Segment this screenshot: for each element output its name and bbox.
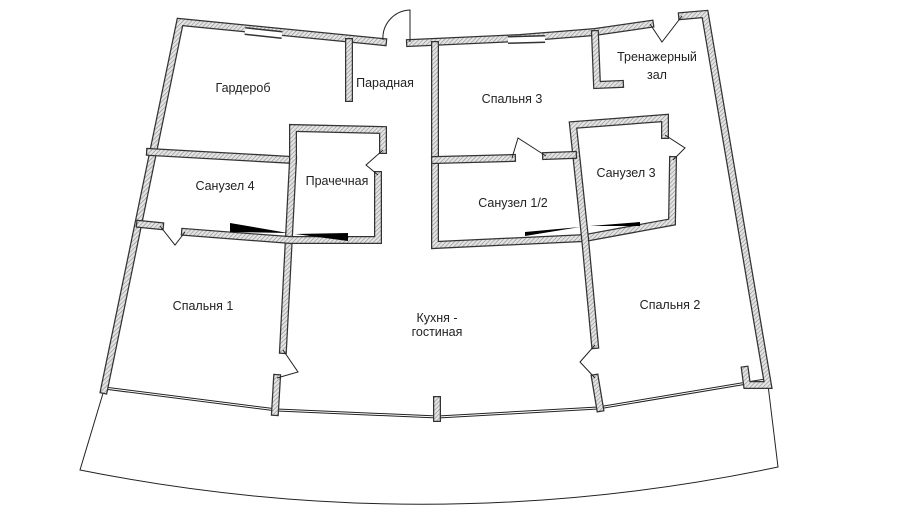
bedroom1-door — [276, 349, 299, 379]
balcony-outline — [79, 384, 779, 505]
wall-segment — [99, 17, 388, 395]
bathroom4-door — [159, 225, 186, 246]
ventilation-shafts — [230, 222, 640, 241]
doors — [159, 9, 686, 379]
wall-segment — [280, 125, 386, 353]
wall-segment — [407, 20, 654, 46]
top-windows — [244, 27, 546, 44]
wall-segment — [100, 19, 387, 394]
wall-segment — [136, 220, 164, 230]
wall-segment — [569, 115, 668, 348]
gym-door — [649, 15, 683, 43]
wall-segment — [591, 374, 604, 412]
room-label-laundry: Прачечная — [306, 174, 369, 188]
room-label-kitchen-2: гостиная — [412, 325, 463, 339]
walls — [99, 9, 773, 422]
room-label-kitchen-1: Кухня - — [416, 311, 457, 325]
bathroom12-door — [511, 137, 547, 159]
room-label-bathroom3: Санузел 3 — [596, 166, 655, 180]
wall-segment — [677, 9, 773, 389]
wall-segment — [432, 42, 676, 248]
wall-segment — [272, 375, 280, 415]
entrance-door — [382, 9, 411, 42]
room-label-bedroom2: Спальня 2 — [640, 298, 701, 312]
room-label-gym-2: зал — [647, 68, 667, 82]
room-label-bathroom12: Санузел 1/2 — [478, 196, 548, 210]
wall-segment — [431, 41, 678, 250]
wall-segment — [592, 31, 623, 88]
wall-segment — [182, 172, 381, 243]
room-label-gym-1: Тренажерный — [617, 50, 697, 64]
bathroom3-door — [664, 134, 686, 161]
room-label-entrance: Парадная — [356, 76, 414, 90]
room-label-bedroom3: Спальня 3 — [482, 92, 543, 106]
wall-segment — [543, 152, 576, 159]
room-label-wardrobe: Гардероб — [216, 81, 271, 95]
wall-segment — [432, 155, 515, 163]
bedroom2-door — [579, 344, 596, 379]
laundry-door — [365, 149, 384, 176]
room-label-bathroom4: Санузел 4 — [195, 179, 254, 193]
wall-segment — [679, 11, 772, 388]
wall-segment — [147, 149, 296, 163]
room-label-bedroom1: Спальня 1 — [173, 299, 234, 313]
